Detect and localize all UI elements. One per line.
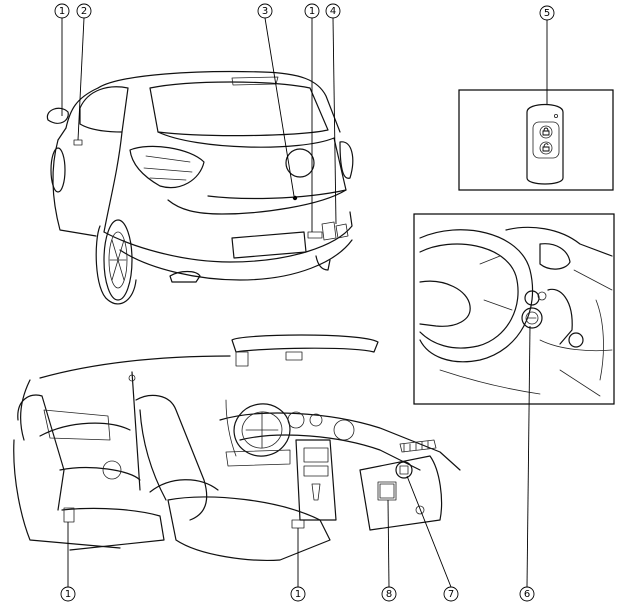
callout-1-top-right-label: 1 [309, 6, 315, 17]
leader-lines [61, 17, 548, 588]
callout-8-label: 8 [386, 589, 392, 600]
callout-5: 5 [539, 5, 555, 21]
steering-ignition-panel [413, 213, 615, 405]
callout-3: 3 [257, 3, 273, 19]
callout-1-bottom-left: 1 [60, 586, 76, 602]
callout-8: 8 [381, 586, 397, 602]
callout-7-label: 7 [448, 589, 454, 600]
key-fob-panel [458, 89, 614, 191]
callout-4: 4 [325, 3, 341, 19]
car-rear-illustration [46, 70, 354, 305]
callout-4-label: 4 [330, 6, 336, 17]
callout-2: 2 [76, 3, 92, 19]
callout-6-label: 6 [524, 589, 530, 600]
callout-1-top-right: 1 [304, 3, 320, 19]
callout-6: 6 [519, 586, 535, 602]
interior-illustration [13, 334, 461, 561]
callout-5-label: 5 [544, 8, 550, 19]
callout-1-bottom-mid-label: 1 [295, 589, 301, 600]
callout-3-label: 3 [262, 6, 268, 17]
callout-7: 7 [443, 586, 459, 602]
callout-1-bottom-left-label: 1 [65, 589, 71, 600]
callout-1-top-left: 1 [54, 3, 70, 19]
callout-2-label: 2 [81, 6, 87, 17]
callout-1-bottom-mid: 1 [290, 586, 306, 602]
callout-1-top-left-label: 1 [59, 6, 65, 17]
